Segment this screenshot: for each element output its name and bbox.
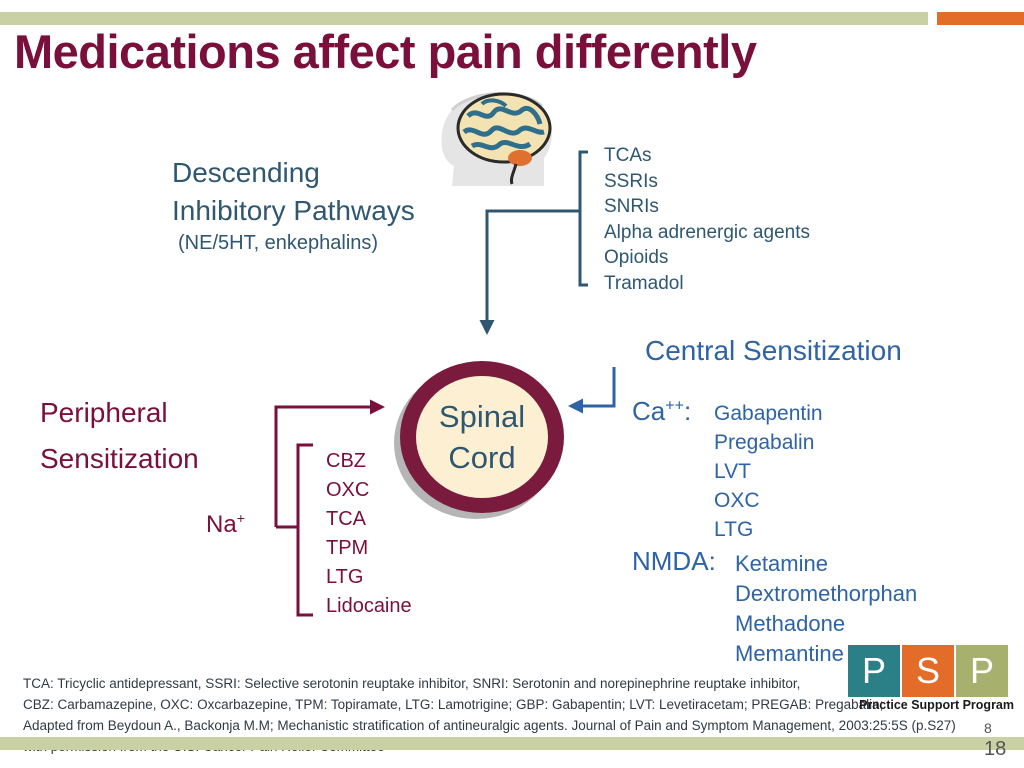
descending-pathways-subtitle: (NE/5HT, enkephalins): [178, 232, 379, 254]
spinal-cord-label: Spinal Cord: [416, 376, 548, 498]
peripheral-bracket: [296, 443, 313, 617]
psp-logo-tiles: P S P: [848, 645, 1014, 697]
central-sensitization-title: Central Sensitization: [645, 335, 902, 366]
descending-arrow: [479, 209, 580, 335]
list-item: LTG: [326, 566, 364, 588]
descending-title-line1: Descending: [172, 157, 320, 188]
psp-logo-caption: Practice Support Program: [859, 698, 1014, 712]
descending-drug-list: TCAs SSRIs SNRIs Alpha adrenergic agents…: [604, 143, 810, 296]
list-item: Tramadol: [604, 272, 684, 294]
nmda-label-colon: :: [708, 546, 716, 576]
list-item: Gabapentin: [714, 402, 823, 425]
slide-title: Medications affect pain differently: [14, 25, 757, 78]
list-item: Pregabalin: [714, 431, 815, 454]
top-accent-bar: [937, 12, 1024, 25]
footnotes: TCA: Tricyclic antidepressant, SSRI: Sel…: [23, 673, 956, 757]
sodium-channel-label: Na+: [206, 510, 245, 539]
sodium-drug-list: CBZ OXC TCA TPM LTG Lidocaine: [326, 447, 412, 621]
psp-letter-s: S: [902, 645, 954, 697]
sodium-charge: +: [236, 510, 245, 526]
top-bar: [0, 12, 928, 25]
brain-head-icon: [441, 92, 552, 186]
descending-bracket: [578, 150, 588, 287]
psp-logo: P S P Practice Support Program: [848, 645, 1014, 712]
list-item: SSRIs: [604, 170, 658, 192]
sodium-label-text: Na: [206, 511, 237, 538]
list-item: Methadone: [735, 611, 846, 636]
peripheral-title-line2: Sensitization: [40, 443, 199, 474]
peripheral-arrow: [274, 399, 385, 527]
list-item: OXC: [326, 479, 370, 501]
list-item: Memantine: [735, 641, 844, 666]
calcium-drug-list: Gabapentin Pregabalin LVT OXC LTG: [714, 399, 823, 544]
page-number: 8: [984, 720, 992, 736]
nmda-label-text: NMDA: [632, 546, 709, 576]
nmda-drug-list: Ketamine Dextromethorphan Methadone Mema…: [735, 549, 917, 669]
central-arrow: [568, 367, 616, 414]
list-item: Ketamine: [735, 551, 828, 576]
descending-title-line2: Inhibitory Pathways: [172, 195, 415, 226]
list-item: LTG: [714, 518, 754, 541]
slide-number: 18: [984, 738, 1007, 760]
list-item: CBZ: [326, 450, 366, 472]
calcium-label-text: Ca: [632, 396, 666, 426]
list-item: TPM: [326, 537, 369, 559]
spinal-cord-line2: Cord: [448, 440, 516, 475]
peripheral-title-line1: Peripheral: [40, 397, 168, 428]
bottom-bar: [0, 737, 1024, 750]
list-item: Lidocaine: [326, 595, 412, 617]
psp-letter-p2: P: [956, 645, 1008, 697]
footnote-line: TCA: Tricyclic antidepressant, SSRI: Sel…: [23, 676, 801, 691]
descending-pathways-title: Descending Inhibitory Pathways: [172, 154, 415, 230]
calcium-label-colon: :: [683, 396, 692, 426]
list-item: OXC: [714, 489, 760, 512]
list-item: TCAs: [604, 145, 652, 166]
calcium-charge: ++: [665, 397, 684, 415]
list-item: Opioids: [604, 247, 669, 268]
list-item: Dextromethorphan: [735, 581, 918, 606]
spinal-cord-line1: Spinal: [438, 399, 526, 434]
calcium-channel-label: Ca++:: [632, 396, 691, 427]
footnote-line: CBZ: Carbamazepine, OXC: Oxcarbazepine, …: [23, 697, 884, 712]
footnote-line: Adapted from Beydoun A., Backonja M.M; M…: [23, 718, 956, 733]
peripheral-sensitization-title: Peripheral Sensitization: [40, 390, 199, 482]
list-item: SNRIs: [604, 196, 659, 217]
nmda-receptor-label: NMDA:: [632, 546, 716, 577]
list-item: TCA: [326, 508, 366, 530]
list-item: Alpha adrenergic agents: [604, 221, 810, 243]
list-item: LVT: [714, 460, 751, 483]
spinal-cord-node: Spinal Cord: [400, 361, 564, 513]
psp-letter-p: P: [848, 645, 900, 697]
